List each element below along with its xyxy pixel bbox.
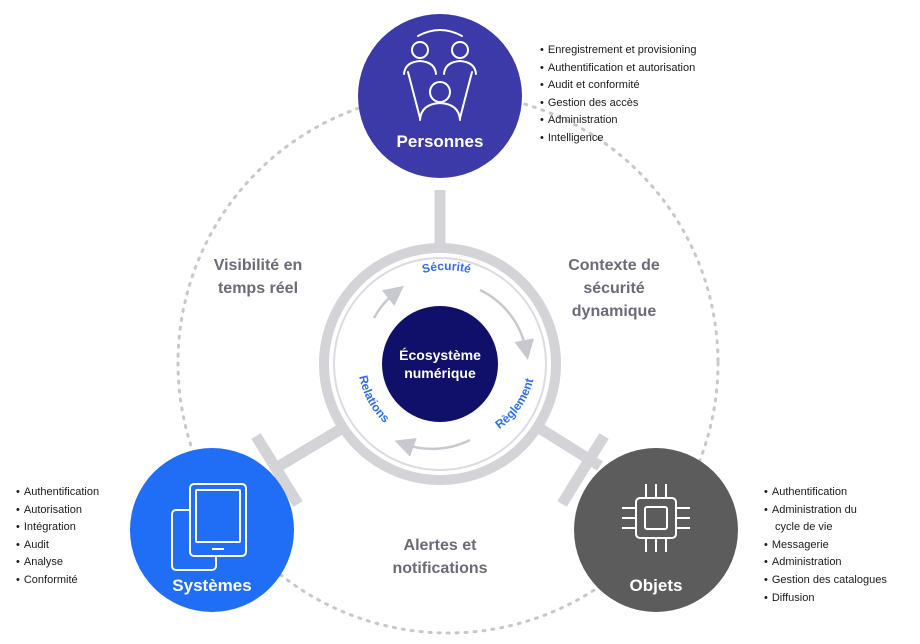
list-item: Authentification (16, 484, 99, 502)
list-item: Messagerie (764, 537, 887, 555)
node-systemes[interactable]: Systèmes (130, 448, 294, 612)
list-item: Audit et conformité (540, 77, 696, 95)
zone-label-bottom-1: Alertes et (404, 537, 478, 554)
objets-feature-list: Authentification Administration du cycle… (764, 484, 887, 607)
list-item: Authentification et autorisation (540, 60, 696, 78)
list-item: Autorisation (16, 502, 99, 520)
arrow-top (372, 285, 404, 319)
list-item: Audit (16, 537, 99, 555)
list-item: Enregistrement et provisioning (540, 42, 697, 60)
list-item: Administration (540, 112, 696, 130)
center-inner-ring (333, 257, 547, 471)
tbar-right (557, 433, 609, 507)
list-item: Administration du (764, 502, 887, 520)
personnes-feature-list: Enregistrement et provisioning Authentif… (540, 42, 697, 148)
zone-label-left-1: Visibilité en (214, 257, 303, 274)
list-item: Intégration (16, 519, 99, 537)
list-item: cycle de vie (775, 521, 833, 534)
list-item: Gestion des catalogues (764, 572, 887, 590)
list-item: Intelligence (540, 130, 696, 148)
list-item: Authentification (764, 484, 887, 502)
tbar-left (251, 433, 303, 507)
list-item: Diffusion (764, 590, 887, 608)
node-systemes-label: Systèmes (172, 576, 251, 595)
chip-icon (622, 484, 690, 552)
list-item: Administration (764, 554, 887, 572)
connector-left (273, 421, 349, 473)
zone-label-right-3: dynamique (572, 303, 657, 320)
arrow-right (479, 288, 534, 360)
cycle-arrows (372, 285, 534, 457)
zone-label-left-2: temps réel (218, 280, 298, 297)
list-item: Conformité (16, 572, 99, 590)
zone-label-right-1: Contexte de (568, 257, 660, 274)
node-personnes-circle (358, 14, 522, 178)
list-item: Analyse (16, 554, 99, 572)
node-objets-label: Objets (630, 576, 683, 595)
systemes-feature-list: Authentification Autorisation Intégratio… (16, 484, 99, 590)
center-label-line1: Écosystème (399, 347, 481, 363)
center-label-line2: numérique (404, 365, 476, 381)
node-personnes[interactable]: Personnes (358, 14, 522, 178)
zone-label-bottom-2: notifications (392, 560, 487, 577)
tablet-devices-icon (171, 483, 247, 571)
list-item: Gestion des accès (540, 95, 696, 113)
arrow-bottom (394, 437, 471, 457)
ring-word-securite: Sécurité (421, 259, 473, 276)
node-objets[interactable]: Objets (574, 448, 738, 612)
node-personnes-label: Personnes (397, 132, 484, 151)
center-circle (382, 306, 498, 422)
zone-label-right-2: sécurité (583, 280, 644, 297)
people-icon (403, 29, 477, 121)
